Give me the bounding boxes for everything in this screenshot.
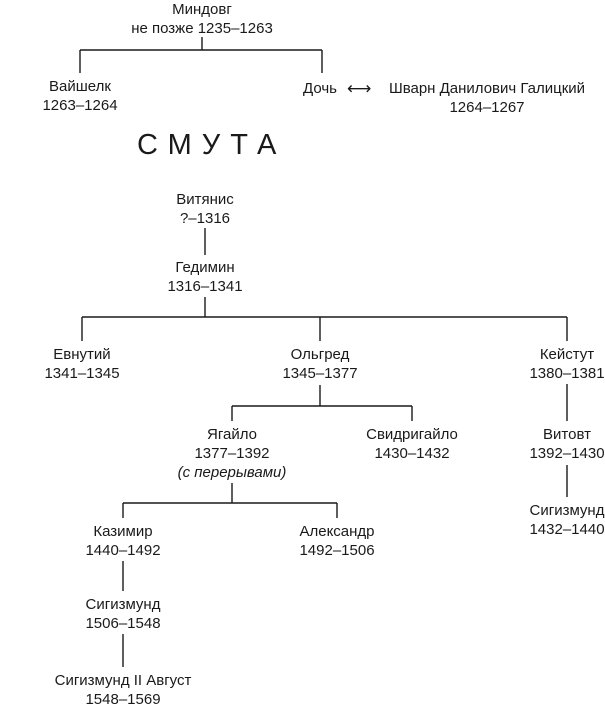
node-vytenis: Витянис ?–1316 bbox=[176, 190, 234, 228]
node-shvarn: Шварн Данилович Галицкий 1264–1267 bbox=[389, 79, 585, 117]
node-jogaila: Ягайло 1377–1392 (с перерывами) bbox=[178, 425, 287, 482]
node-years: не позже 1235–1263 bbox=[131, 20, 273, 37]
node-name: Казимир bbox=[93, 523, 153, 540]
node-years: 1430–1432 bbox=[374, 445, 450, 462]
node-name: Миндовг bbox=[172, 1, 232, 18]
node-name: Сигизмунд bbox=[85, 596, 161, 613]
node-vytautas: Витовт 1392–1430 bbox=[529, 425, 604, 463]
node-alexander: Александр 1492–1506 bbox=[299, 522, 374, 560]
node-years: 1345–1377 bbox=[282, 365, 358, 382]
node-years: 1264–1267 bbox=[449, 99, 525, 116]
node-name: Сигизмунд bbox=[529, 502, 605, 519]
node-years: 1341–1345 bbox=[44, 365, 120, 382]
node-name: Витовт bbox=[543, 426, 591, 443]
node-years: 1506–1548 bbox=[85, 615, 161, 632]
node-years: 1377–1392 bbox=[194, 445, 270, 462]
node-name: Евнутий bbox=[53, 346, 111, 363]
node-note: (с перерывами) bbox=[177, 464, 287, 481]
node-years: ?–1316 bbox=[179, 210, 231, 227]
node-sigismund-1: Сигизмунд 1506–1548 bbox=[85, 595, 160, 633]
caption-smuta: СМУТА bbox=[137, 129, 287, 161]
node-daughter: Дочь bbox=[303, 79, 337, 98]
node-vaishelk: Вайшелк 1263–1264 bbox=[42, 77, 117, 115]
node-name: Витянис bbox=[176, 191, 234, 208]
node-mindaugas: Миндовг не позже 1235–1263 bbox=[131, 0, 273, 38]
node-years: 1316–1341 bbox=[167, 278, 243, 295]
node-name: Ягайло bbox=[207, 426, 257, 443]
node-years: 1392–1430 bbox=[529, 445, 605, 462]
node-years: 1263–1264 bbox=[42, 97, 118, 114]
node-name: Дочь bbox=[303, 80, 337, 97]
node-gediminas: Гедимин 1316–1341 bbox=[167, 258, 242, 296]
node-name: Кейстут bbox=[539, 346, 595, 363]
node-years: 1440–1492 bbox=[85, 542, 161, 559]
node-years: 1432–1440 bbox=[529, 521, 605, 538]
node-years: 1380–1381 bbox=[529, 365, 605, 382]
node-svitrigaila: Свидригайло 1430–1432 bbox=[366, 425, 458, 463]
node-years: 1548–1569 bbox=[85, 691, 161, 708]
node-name: Вайшелк bbox=[49, 78, 111, 95]
node-name: Гедимин bbox=[175, 259, 235, 276]
node-casimir: Казимир 1440–1492 bbox=[85, 522, 160, 560]
node-kestutis: Кейстут 1380–1381 bbox=[529, 345, 604, 383]
node-name: Шварн Данилович Галицкий bbox=[388, 80, 586, 97]
node-name: Александр bbox=[299, 523, 375, 540]
node-years: 1492–1506 bbox=[299, 542, 375, 559]
node-sigismund-2-augustus: Сигизмунд II Август 1548–1569 bbox=[55, 671, 192, 709]
node-algirdas: Ольгред 1345–1377 bbox=[282, 345, 357, 383]
node-name: Сигизмунд II Август bbox=[54, 672, 192, 689]
marriage-arrow-icon: ⟷ bbox=[347, 79, 372, 98]
node-sigismund-kestutaitis: Сигизмунд 1432–1440 bbox=[529, 501, 604, 539]
node-name: Ольгред bbox=[290, 346, 350, 363]
node-name: Свидригайло bbox=[366, 426, 458, 443]
node-jaunutis: Евнутий 1341–1345 bbox=[44, 345, 119, 383]
